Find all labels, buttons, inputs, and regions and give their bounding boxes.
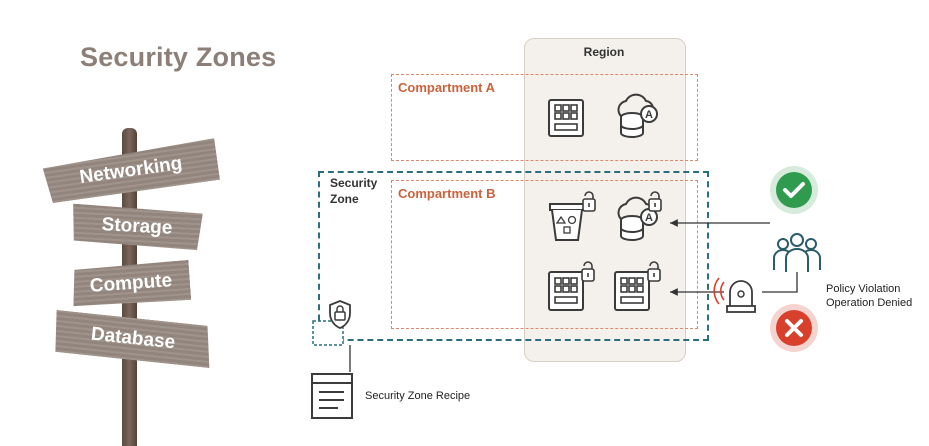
users-icon — [773, 233, 821, 272]
compute-icon — [614, 261, 661, 311]
bucket-icon — [549, 191, 596, 241]
autonomous-db-icon: A — [617, 93, 658, 138]
connector-users-to-alarm — [762, 272, 798, 293]
lock-icon — [312, 300, 351, 346]
security-zone-label: Security Zone — [330, 175, 377, 207]
check-icon — [770, 166, 818, 214]
security-zone-box — [318, 171, 709, 341]
compartment-b-box — [391, 180, 698, 329]
compartment-a-box — [391, 74, 698, 161]
violation-label: Policy Violation Operation Denied — [826, 282, 912, 310]
alarm-icon — [713, 277, 756, 313]
security-zone-label-line1: Security — [330, 176, 378, 190]
autonomous-db-icon: A — [617, 191, 662, 241]
svg-text:A: A — [645, 109, 653, 121]
compartment-b-label: Compartment B — [398, 186, 496, 201]
page-title: Security Zones — [80, 42, 277, 72]
region-label: Region — [583, 45, 625, 59]
svg-text:A: A — [645, 212, 653, 224]
recipe-label: Security Zone Recipe — [365, 390, 471, 402]
compartment-a-label: Compartment A — [398, 80, 496, 95]
security-zone-label-line2: Zone — [330, 192, 359, 206]
compute-icon — [548, 261, 595, 311]
violation-line1: Policy Violation — [826, 283, 901, 295]
violation-line2: Operation Denied — [826, 297, 913, 309]
recipe-doc-icon — [311, 373, 353, 419]
x-icon — [770, 304, 818, 352]
compute-icon — [548, 99, 584, 137]
